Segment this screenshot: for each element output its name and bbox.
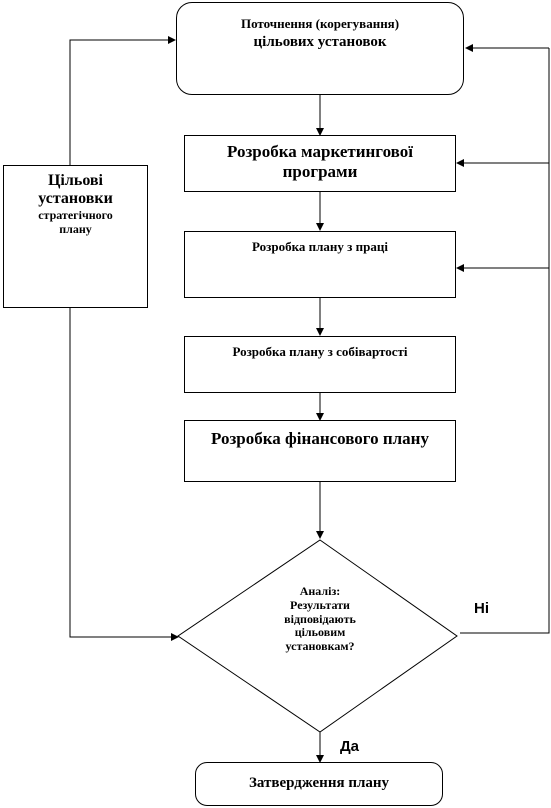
marketing-program-line2: програми: [282, 161, 358, 181]
analysis-line4: цільовим: [294, 625, 346, 640]
edge-label-no: Ні: [474, 600, 489, 617]
approval-label: Затвердження плану: [248, 775, 390, 791]
financial-plan-box: Розробка фінансового плану: [184, 420, 456, 482]
labor-plan-box: Розробка плану з праці: [184, 231, 456, 298]
edge-label-yes: Да: [340, 738, 360, 755]
strategic-targets-line4: плану: [59, 221, 92, 236]
analysis-text: Аналіз: Результати відповідають цільовим…: [250, 585, 390, 667]
financial-plan-label: Розробка фінансового плану: [211, 429, 429, 448]
feedback-line-no: [460, 48, 550, 634]
strategic-targets-box: Цільові установки стратегічного плану: [3, 165, 148, 308]
approval-box: Затвердження плану: [195, 762, 443, 806]
strategic-targets-line3: стратегічного: [38, 207, 113, 222]
cost-plan-box: Розробка плану з собівартості: [184, 336, 456, 393]
arrow-strategic-to-update: [69, 36, 176, 165]
arrow-strategic-to-analysis: [69, 308, 179, 641]
strategic-targets-line1: Цільові: [47, 172, 103, 189]
analysis-diamond: [177, 539, 458, 733]
cost-plan-label: Розробка плану з собівартості: [232, 344, 408, 359]
strategic-targets-line2: установки: [38, 190, 113, 208]
analysis-line5: установкам?: [285, 639, 355, 654]
update-targets-box: Поточнення (корегування) цільових устано…: [176, 2, 464, 95]
analysis-line3: відповідають: [284, 611, 356, 626]
update-targets-line2: цільових установок: [253, 33, 387, 50]
analysis-line2: Результати: [290, 597, 350, 612]
marketing-program-line1: Розробка маркетингової: [227, 142, 413, 161]
marketing-program-box: Розробка маркетингової програми: [184, 135, 456, 192]
analysis-line1: Аналіз:: [299, 585, 341, 598]
labor-plan-label: Розробка плану з праці: [252, 239, 388, 254]
update-targets-line1: Поточнення (корегування): [240, 16, 400, 31]
